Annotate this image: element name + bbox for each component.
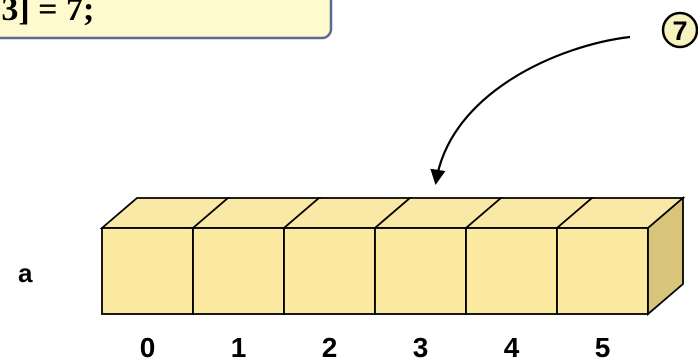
- array-cell-front: [465, 227, 558, 315]
- array-cell-front: [556, 227, 649, 315]
- array-name-label: a: [18, 258, 33, 288]
- array-index-label: 0: [140, 332, 156, 363]
- array-index-label: 4: [504, 332, 520, 363]
- array-cell: [190, 197, 322, 315]
- code-statement: [3] = 7;: [0, 0, 94, 28]
- array-side-face: [647, 196, 684, 316]
- array-cell: [372, 197, 504, 315]
- array-index-label: 3: [413, 332, 429, 363]
- array-index-label: 2: [322, 332, 338, 363]
- value-badge-label: 7: [672, 16, 687, 46]
- array-index-label: 1: [231, 332, 247, 363]
- array-cell-front: [374, 227, 467, 315]
- array-cell: [99, 197, 231, 315]
- array-cell: [463, 197, 595, 315]
- value-badge: 7: [661, 11, 698, 49]
- assignment-arrow: [430, 35, 631, 186]
- array-cell-front: [283, 227, 376, 315]
- array-cell-front: [101, 227, 194, 315]
- array-cell: [554, 197, 686, 315]
- code-box: [3] = 7;: [0, 0, 333, 40]
- array-cell: [281, 197, 413, 315]
- array-index-label: 5: [595, 332, 611, 363]
- array-cell-front: [192, 227, 285, 315]
- array-cells: [99, 196, 686, 316]
- array-indices: 0 1 2 3 4 5: [140, 332, 611, 363]
